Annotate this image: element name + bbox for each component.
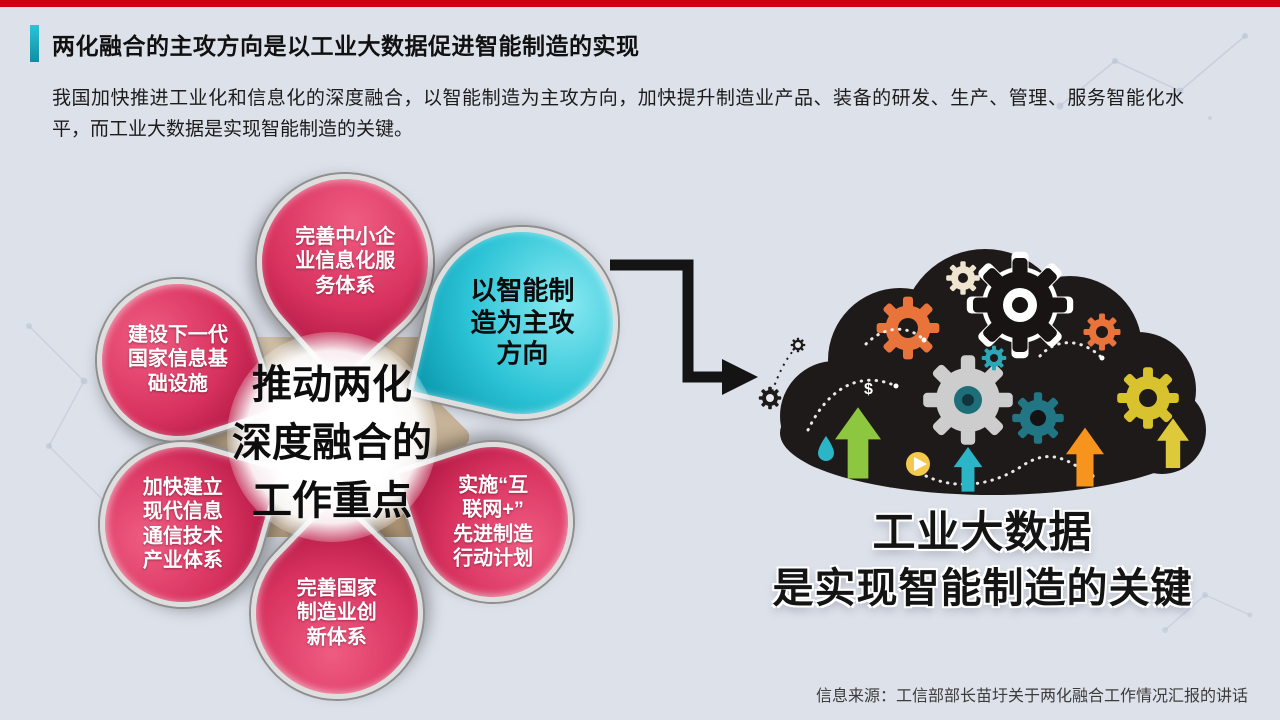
title-bar: 两化融合的主攻方向是以工业大数据促进智能制造的实现: [30, 25, 640, 62]
source-note: 信息来源：工信部部长苗圩关于两化融合工作情况汇报的讲话: [815, 688, 1248, 705]
gear-icon: [1083, 313, 1121, 351]
petal-label: 完善国家 制造业创 新体系: [296, 577, 377, 649]
gear-cloud-illustration: $: [758, 249, 1206, 495]
gear-icon: [1117, 367, 1179, 429]
petal-label: 完善中小企 业信息化服 务体系: [295, 226, 396, 298]
gear-icon: [966, 251, 1074, 359]
diagram-center-label: 推动两化 深度融合的 工作重点: [232, 363, 432, 523]
callout: 工业大数据 是实现智能制造的关键: [710, 506, 1255, 615]
gear-icon: [981, 345, 1007, 371]
center-glow: [227, 332, 437, 542]
play-icon: [906, 452, 930, 476]
top-accent-bar: [0, 0, 1280, 7]
callout-line2: 是实现智能制造的关键: [772, 564, 1193, 611]
drop-icon: [818, 436, 834, 461]
elbow-arrow: [610, 259, 758, 395]
petal-label: 以智能制 造为主攻 方向: [469, 275, 575, 369]
gear-icon: [758, 386, 782, 410]
gear-icon: [1012, 392, 1064, 444]
intro-paragraph: 我国加快推进工业化和信息化的深度融合，以智能制造为主攻方向，加快提升制造业产品、…: [52, 88, 1184, 140]
flower-diagram: 完善中小企 业信息化服 务体系 以智能制 造为主攻 方向 建设下一代 国家信息基…: [0, 137, 660, 720]
title-accent-bar: [30, 25, 39, 62]
gear-icon: [790, 337, 806, 353]
dollar-glyph: $: [864, 381, 873, 398]
gear-icon: [946, 261, 980, 295]
callout-line1: 工业大数据: [872, 509, 1093, 557]
gear-icon: [876, 296, 940, 360]
gear-icon: [923, 355, 1013, 445]
page-title: 两化融合的主攻方向是以工业大数据促进智能制造的实现: [52, 32, 640, 59]
